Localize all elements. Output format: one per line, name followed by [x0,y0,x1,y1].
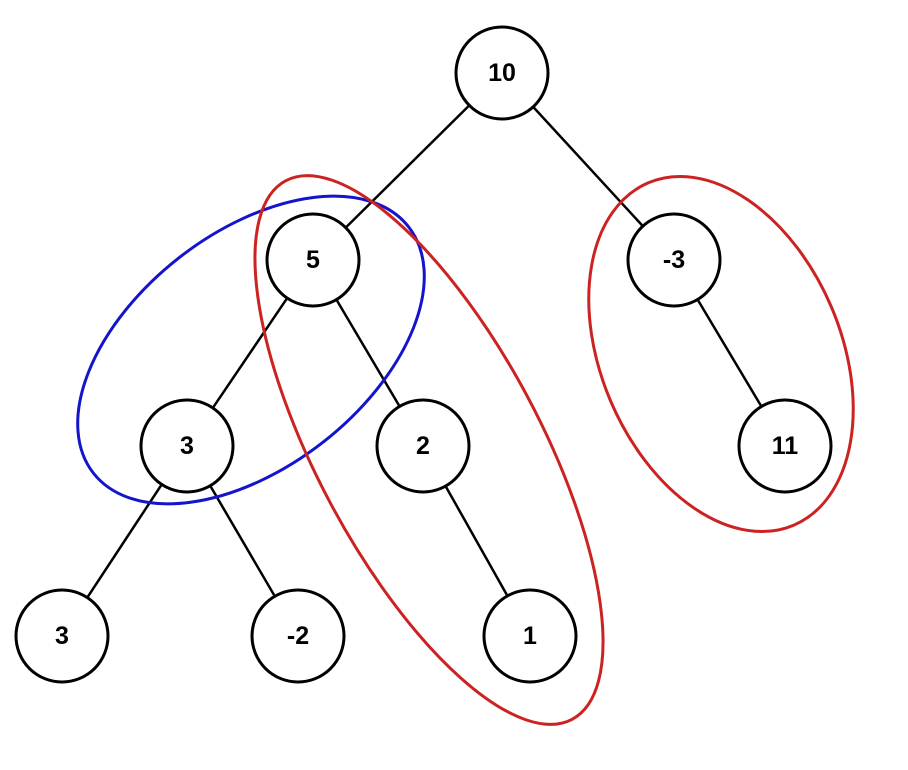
highlight-path-l-ll [76,194,426,506]
node-value: 3 [180,432,194,460]
node-circle [250,588,346,684]
nodes-layer: 10 5 -3 3 2 11 3 -2 1 [14,25,833,684]
node-circle [454,25,550,121]
node-circle [737,398,833,494]
node-circle [265,212,361,308]
edge-r-rr [696,298,763,408]
edge-ll-llr [209,485,276,597]
node-circle [626,212,722,308]
edge-l-lr [335,298,401,408]
highlight-path-r-rr [587,174,855,534]
tree-node-lr: 2 [375,398,471,494]
node-value: -3 [663,246,685,274]
tree-node-lrr: 1 [482,588,578,684]
node-value: 3 [55,622,69,650]
tree-node-lll: 3 [14,588,110,684]
tree-node-llr: -2 [250,588,346,684]
tree-node-ll: 3 [139,398,235,494]
tree-node-root: 10 [454,25,550,121]
node-value: 2 [416,432,430,460]
node-circle [375,398,471,494]
node-circle [482,588,578,684]
tree-node-rr: 11 [737,398,833,494]
tree-node-r: -3 [626,212,722,308]
node-circle [139,398,235,494]
highlight-path-l-lr-lrr [253,174,605,726]
node-value: 11 [772,432,799,460]
edge-root-l [344,104,471,229]
node-value: 1 [523,622,537,650]
edge-root-r [532,106,644,227]
node-value: 10 [488,59,516,87]
edge-lr-lrr [444,485,509,597]
node-circle [14,588,110,684]
node-value: 5 [306,246,320,274]
node-value: -2 [287,622,309,650]
highlight-paths-layer [76,174,855,726]
edge-l-ll [211,297,289,409]
tree-node-l: 5 [265,212,361,308]
